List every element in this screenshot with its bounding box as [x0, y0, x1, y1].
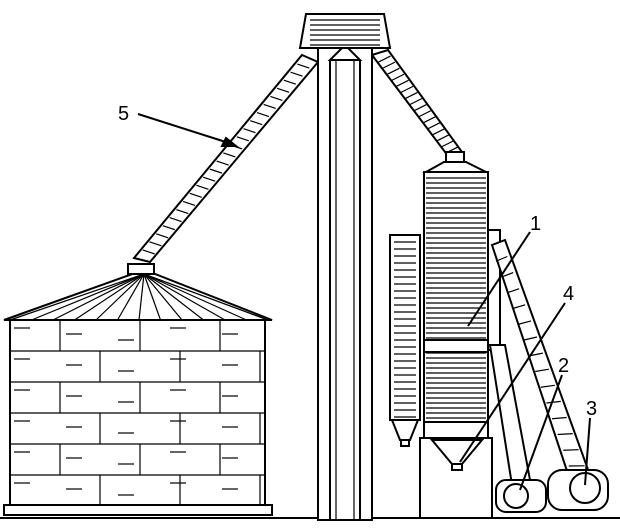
side-hopper	[390, 419, 420, 441]
dryer-top	[422, 161, 487, 173]
leader-lines	[137, 113, 591, 491]
storage-bin	[3, 263, 273, 516]
elevator-head	[298, 13, 392, 49]
label-1: 1	[530, 213, 541, 235]
label-3: 3	[586, 398, 597, 420]
bin-base	[3, 504, 273, 516]
leader-1	[467, 231, 531, 327]
dryer-louvers	[394, 177, 486, 419]
dryer-cooling-band	[423, 339, 489, 353]
leader-3	[584, 417, 591, 486]
dryer-column	[423, 171, 489, 423]
fan-2	[503, 483, 529, 509]
elevator-leg	[317, 44, 373, 521]
spout-5	[132, 53, 320, 264]
duct-hatching	[495, 255, 585, 467]
leader-5	[137, 113, 233, 145]
head-pulley	[327, 43, 363, 61]
spout-to-dryer	[370, 48, 465, 167]
bucket-elevator	[298, 13, 392, 521]
leader-4	[459, 302, 566, 463]
spout-to-bin	[132, 53, 320, 264]
roof-ribs	[9, 273, 269, 321]
leader-2	[519, 374, 563, 491]
spout-hatching-right	[378, 55, 459, 154]
label-4: 4	[563, 283, 574, 305]
bin-roof-cap	[127, 263, 155, 275]
head-hatching	[310, 19, 380, 46]
label-5: 5	[118, 103, 129, 125]
fans	[488, 238, 609, 513]
bin-brick-pattern	[10, 319, 265, 506]
spout-hatching	[142, 63, 310, 255]
bin-wall	[9, 319, 266, 509]
grain-dryer	[389, 161, 501, 519]
dryer-spout	[370, 48, 464, 158]
label-2: 2	[558, 355, 569, 377]
